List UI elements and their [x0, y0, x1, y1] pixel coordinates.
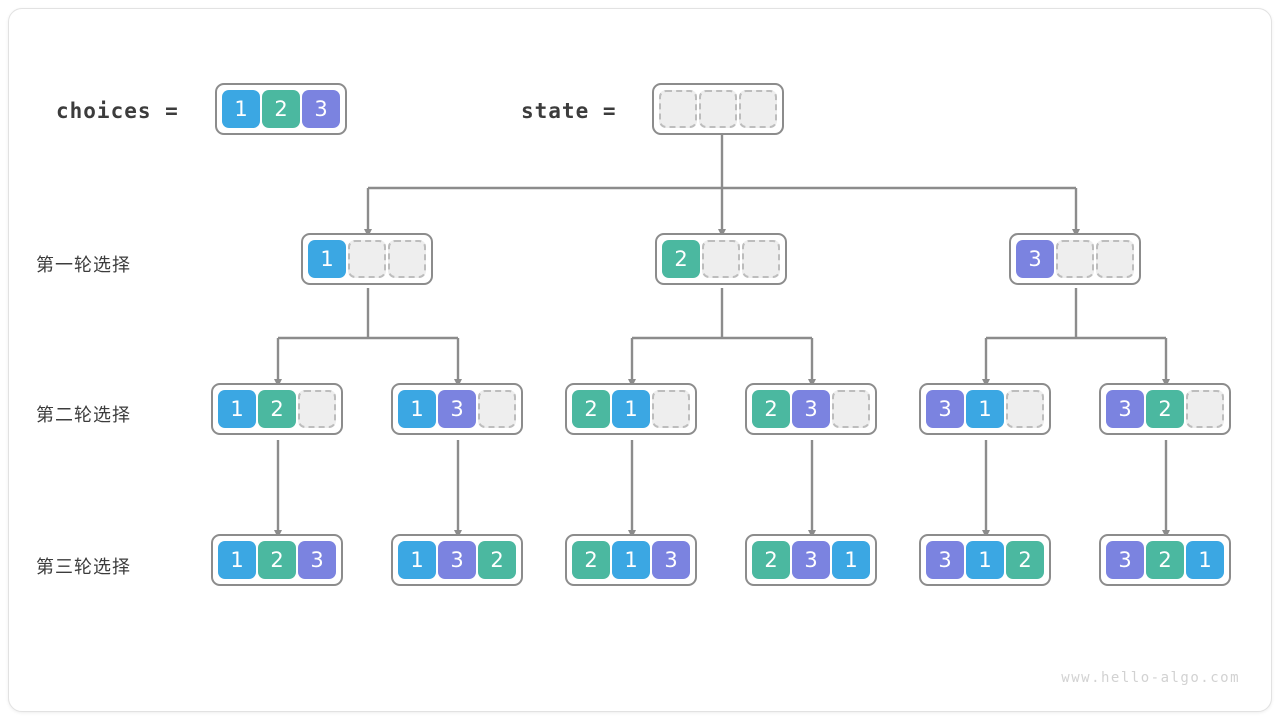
- node-r3-3-cell-0: 2: [572, 541, 610, 579]
- node-r1-2-cell-2: [742, 240, 780, 278]
- choices-cell-1: 2: [262, 90, 300, 128]
- node-r3-4-cell-0: 2: [752, 541, 790, 579]
- node-r2-2-cell-2: [478, 390, 516, 428]
- node-r1-2: 2: [655, 233, 787, 285]
- node-r2-1-cell-2: [298, 390, 336, 428]
- choices-cell-2: 3: [302, 90, 340, 128]
- node-r3-1-cell-0: 1: [218, 541, 256, 579]
- node-r2-3-cell-2: [652, 390, 690, 428]
- node-r3-5-cell-0: 3: [926, 541, 964, 579]
- node-r1-1-cell-0: 1: [308, 240, 346, 278]
- node-r1-3-cell-1: [1056, 240, 1094, 278]
- node-r3-1-cell-1: 2: [258, 541, 296, 579]
- node-r1-3-cell-2: [1096, 240, 1134, 278]
- node-r1-1-cell-2: [388, 240, 426, 278]
- state-cell-0: [659, 90, 697, 128]
- node-r2-6-cell-2: [1186, 390, 1224, 428]
- node-r3-5-cell-2: 2: [1006, 541, 1044, 579]
- state-cell-1: [699, 90, 737, 128]
- row-label-round-1: 第一轮选择: [36, 255, 131, 276]
- node-r3-2-cell-0: 1: [398, 541, 436, 579]
- node-r2-5-cell-0: 3: [926, 390, 964, 428]
- node-r1-3: 3: [1009, 233, 1141, 285]
- node-r3-6-cell-0: 3: [1106, 541, 1144, 579]
- node-r1-2-cell-1: [702, 240, 740, 278]
- node-r2-6-cell-0: 3: [1106, 390, 1144, 428]
- node-r2-5-cell-1: 1: [966, 390, 1004, 428]
- node-r3-4-cell-1: 3: [792, 541, 830, 579]
- choices-label: choices =: [56, 99, 179, 123]
- node-r1-2-cell-0: 2: [662, 240, 700, 278]
- node-r3-4-cell-2: 1: [832, 541, 870, 579]
- node-r2-4-cell-1: 3: [792, 390, 830, 428]
- node-r3-6-cell-1: 2: [1146, 541, 1184, 579]
- node-r2-6-cell-1: 2: [1146, 390, 1184, 428]
- node-r3-5-cell-1: 1: [966, 541, 1004, 579]
- node-r2-1-cell-1: 2: [258, 390, 296, 428]
- row-label-round-3: 第三轮选择: [36, 557, 131, 578]
- state-array: [652, 83, 784, 135]
- node-r2-2-cell-1: 3: [438, 390, 476, 428]
- node-r3-6-cell-2: 1: [1186, 541, 1224, 579]
- state-cell-2: [739, 90, 777, 128]
- state-label: state =: [521, 99, 617, 123]
- node-r3-1-cell-2: 3: [298, 541, 336, 579]
- node-r2-3-cell-0: 2: [572, 390, 610, 428]
- node-r2-5-cell-2: [1006, 390, 1044, 428]
- node-r2-1-cell-0: 1: [218, 390, 256, 428]
- row-label-round-2: 第二轮选择: [36, 405, 131, 426]
- node-r1-1: 1: [301, 233, 433, 285]
- node-r1-1-cell-1: [348, 240, 386, 278]
- node-r3-3-cell-2: 3: [652, 541, 690, 579]
- node-r2-2-cell-0: 1: [398, 390, 436, 428]
- node-r2-3-cell-1: 1: [612, 390, 650, 428]
- card-frame: [8, 8, 1272, 712]
- node-r3-3-cell-1: 1: [612, 541, 650, 579]
- node-r1-3-cell-0: 3: [1016, 240, 1054, 278]
- node-r2-4-cell-0: 2: [752, 390, 790, 428]
- node-r3-2-cell-1: 3: [438, 541, 476, 579]
- choices-cell-0: 1: [222, 90, 260, 128]
- node-r3-2-cell-2: 2: [478, 541, 516, 579]
- node-r2-4-cell-2: [832, 390, 870, 428]
- watermark: www.hello-algo.com: [1061, 670, 1240, 686]
